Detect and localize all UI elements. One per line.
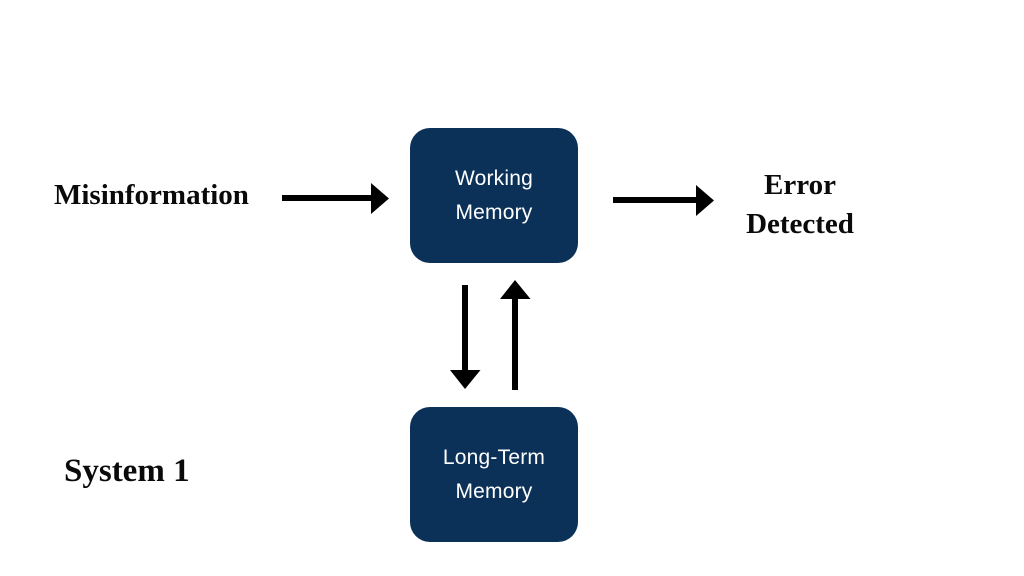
node-working-memory[interactable]: Working Memory <box>410 128 578 263</box>
label-misinformation: Misinformation <box>54 179 249 211</box>
node-long-term-memory[interactable]: Long-Term Memory <box>410 407 578 542</box>
label-error-detected: Error Detected <box>746 169 854 240</box>
node-long-term-memory-label: Long-Term Memory <box>442 445 546 503</box>
arrow-working-memory-to-error-detected <box>613 185 714 216</box>
arrow-long-term-memory-to-working-memory <box>500 280 531 390</box>
node-working-memory-label: Working Memory <box>454 166 534 224</box>
arrow-working-memory-to-long-term-memory <box>450 285 481 389</box>
arrow-misinformation-to-working-memory <box>282 183 389 214</box>
label-system-1: System 1 <box>64 453 190 489</box>
